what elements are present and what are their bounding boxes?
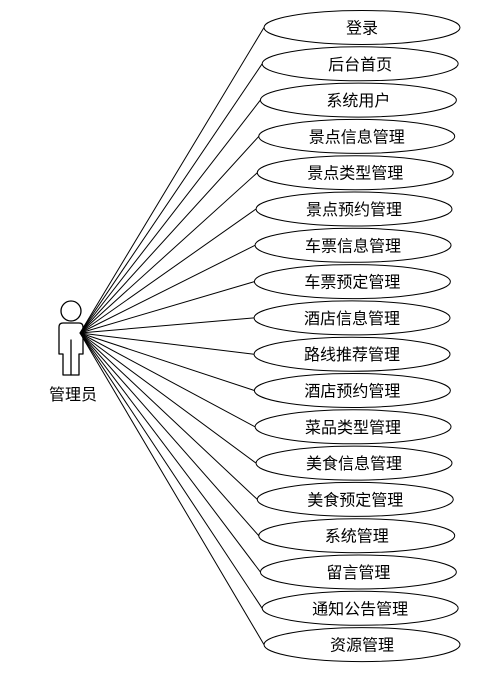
association-line xyxy=(79,99,261,334)
use-case-ellipse xyxy=(256,481,454,517)
use-case-ellipse xyxy=(253,300,451,336)
use-case-label: 后台首页 xyxy=(328,55,392,74)
use-case-18: 资源管理 xyxy=(263,627,461,663)
use-case-ellipse xyxy=(263,627,461,663)
association-line xyxy=(79,332,261,573)
use-case-label: 车票预定管理 xyxy=(304,273,400,292)
stick-figure-actor-icon xyxy=(58,300,84,376)
use-case-11: 酒店预约管理 xyxy=(253,373,451,408)
use-case-14: 美食预定管理 xyxy=(256,481,454,517)
use-case-5: 景点类型管理 xyxy=(256,155,454,191)
use-case-label: 酒店预约管理 xyxy=(304,382,400,401)
use-case-ellipse xyxy=(253,264,451,300)
use-case-label: 景点类型管理 xyxy=(307,164,403,183)
association-line xyxy=(79,332,260,537)
association-line xyxy=(79,63,263,334)
use-case-ellipse xyxy=(263,10,461,45)
use-case-2: 后台首页 xyxy=(261,46,459,82)
use-case-13: 美食信息管理 xyxy=(255,445,453,481)
association-line xyxy=(79,332,256,428)
use-case-ellipse xyxy=(254,227,452,263)
association-line xyxy=(79,136,260,334)
use-case-label: 菜品类型管理 xyxy=(305,418,401,437)
use-case-label: 系统用户 xyxy=(326,91,390,110)
use-case-ellipse xyxy=(259,554,457,590)
association-line xyxy=(79,281,255,334)
use-case-label: 车票信息管理 xyxy=(305,236,401,255)
use-case-label: 酒店信息管理 xyxy=(304,309,400,328)
association-line xyxy=(79,332,265,645)
use-case-4: 景点信息管理 xyxy=(258,118,456,154)
association-line xyxy=(79,332,263,609)
use-case-ellipse xyxy=(255,191,453,227)
use-case-ellipse xyxy=(254,409,452,445)
use-case-12: 菜品类型管理 xyxy=(254,409,452,445)
use-case-label: 美食预定管理 xyxy=(307,490,403,509)
use-case-ellipse xyxy=(258,518,456,554)
use-case-ellipse xyxy=(253,336,451,372)
use-case-list: 登录后台首页系统用户景点信息管理景点类型管理景点预约管理车票信息管理车票预定管理… xyxy=(253,10,461,663)
use-case-label: 美食信息管理 xyxy=(306,454,402,473)
association-line xyxy=(79,332,255,391)
use-case-label: 资源管理 xyxy=(330,636,394,655)
use-case-label: 系统管理 xyxy=(325,527,389,546)
use-case-16: 留言管理 xyxy=(259,554,457,590)
use-case-ellipse xyxy=(258,118,456,154)
use-case-7: 车票信息管理 xyxy=(254,227,452,263)
use-case-label: 景点信息管理 xyxy=(309,127,405,146)
use-case-1: 登录 xyxy=(263,10,461,45)
use-case-label: 登录 xyxy=(346,19,378,38)
actor-label: 管理员 xyxy=(49,385,97,404)
use-case-10: 路线推荐管理 xyxy=(253,336,451,372)
use-case-9: 酒店信息管理 xyxy=(253,300,451,336)
association-line xyxy=(79,317,255,334)
use-case-ellipse xyxy=(261,46,459,82)
association-line xyxy=(79,332,258,500)
use-case-ellipse xyxy=(259,82,457,118)
association-line xyxy=(79,244,256,334)
use-case-6: 景点预约管理 xyxy=(255,191,453,227)
use-case-3: 系统用户 xyxy=(259,82,457,118)
use-case-ellipse xyxy=(255,445,453,481)
association-line xyxy=(79,27,265,334)
use-case-ellipse xyxy=(256,155,454,191)
association-line xyxy=(79,208,257,334)
use-case-ellipse xyxy=(261,590,459,626)
use-case-label: 留言管理 xyxy=(326,563,390,582)
use-case-label: 景点预约管理 xyxy=(306,200,402,219)
use-case-15: 系统管理 xyxy=(258,518,456,554)
association-line xyxy=(79,172,258,334)
use-case-label: 通知公告管理 xyxy=(312,599,408,618)
use-case-ellipse xyxy=(253,373,451,408)
use-case-17: 通知公告管理 xyxy=(261,590,459,626)
use-case-label: 路线推荐管理 xyxy=(304,345,400,364)
association-line xyxy=(79,332,257,464)
association-line xyxy=(79,332,255,355)
actor-administrator: 管理员 xyxy=(49,300,97,404)
use-case-8: 车票预定管理 xyxy=(253,264,451,300)
association-lines xyxy=(79,27,265,645)
